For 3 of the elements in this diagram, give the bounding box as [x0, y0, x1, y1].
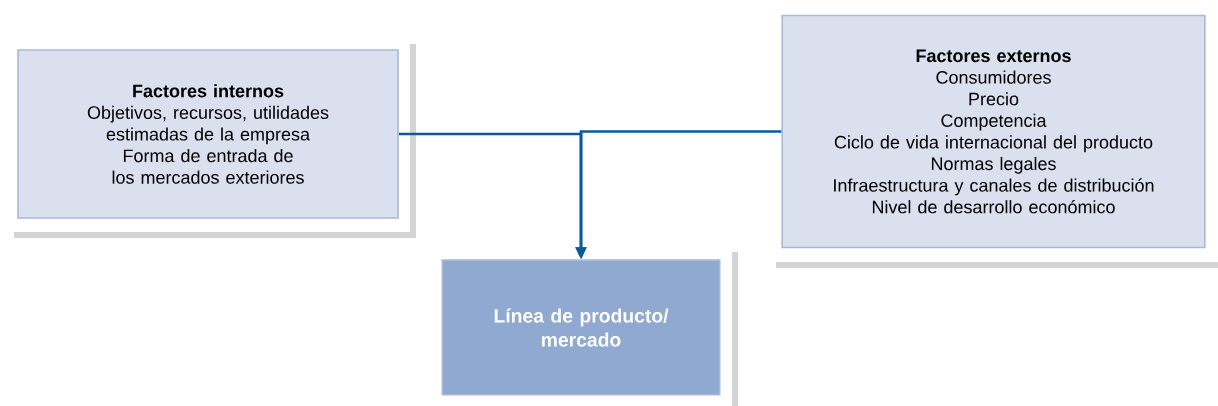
- process-box: Factores internos Objetivos, recursos, utilidades estimadas de la empresa Forma de entrada de los mercados exteriores: [17, 49, 399, 219]
- process-box: Factores externos Consumidores Precio Competencia Ciclo de vida internacional del producto Normas legales Infraestructura y canales de distribución Nivel de desarrollo económico: [781, 14, 1206, 249]
- process-box: Línea de producto/ mercado: [441, 259, 721, 396]
